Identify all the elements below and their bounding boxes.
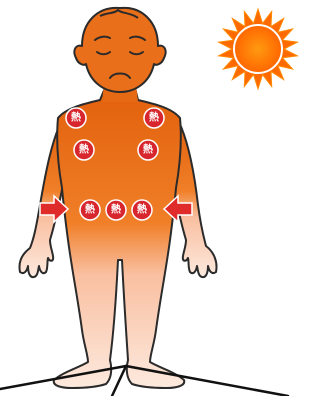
heat-spot: 熱 bbox=[144, 108, 164, 128]
heat-spot-label: 熱 bbox=[71, 111, 81, 124]
heat-spot-label: 熱 bbox=[149, 111, 159, 124]
heat-spot: 熱 bbox=[80, 200, 100, 220]
heat-spot: 熱 bbox=[106, 200, 126, 220]
heat-spot: 熱 bbox=[74, 140, 94, 160]
human-body bbox=[19, 8, 216, 388]
heat-spot: 熱 bbox=[66, 108, 86, 128]
heat-spot: 熱 bbox=[132, 200, 152, 220]
head bbox=[74, 8, 165, 92]
heat-spot: 熱 bbox=[138, 140, 158, 160]
heat-spot-label: 熱 bbox=[137, 203, 147, 216]
torso-and-legs bbox=[54, 88, 185, 388]
sun-icon bbox=[219, 9, 298, 89]
heat-spot-label: 熱 bbox=[79, 143, 89, 156]
heat-spot-label: 熱 bbox=[143, 143, 153, 156]
heat-spot-label: 熱 bbox=[111, 203, 121, 216]
heat-spot-label: 熱 bbox=[85, 203, 95, 216]
